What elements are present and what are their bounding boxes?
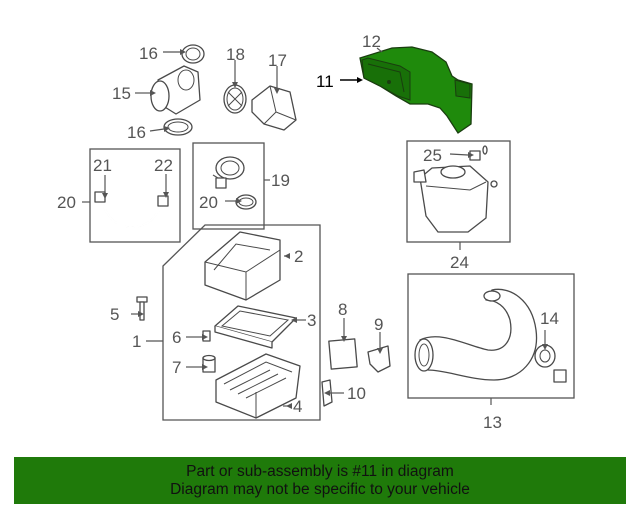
banner-line-2: Diagram may not be specific to your vehi… xyxy=(170,480,470,498)
callout-15: 15 xyxy=(112,84,131,103)
part-13-intake-tube xyxy=(414,288,538,381)
part-15-housing xyxy=(150,44,205,136)
callout-9: 9 xyxy=(374,315,383,334)
callout-12: 12 xyxy=(362,32,381,51)
callout-19: 19 xyxy=(271,171,290,190)
part-21-hose-assembly xyxy=(94,191,169,229)
part-24-resonator xyxy=(413,165,498,233)
leader-arrowheads xyxy=(102,49,548,409)
callout-10: 10 xyxy=(347,384,366,403)
group-box-24 xyxy=(406,140,511,243)
callout-17: 17 xyxy=(268,51,287,70)
part-3-filter-element xyxy=(214,305,297,349)
group-box-21 xyxy=(89,148,181,243)
part-17-cover xyxy=(251,85,297,131)
notice-banner: Part or sub-assembly is #11 in diagram D… xyxy=(14,457,626,504)
callout-6: 6 xyxy=(172,328,181,347)
callout-13: 13 xyxy=(483,413,502,432)
part-4-lower-case xyxy=(215,353,301,419)
part-2-upper-cover xyxy=(204,231,281,301)
callout-4: 4 xyxy=(293,397,302,416)
callout-21: 20 xyxy=(57,193,76,212)
callout-5: 5 xyxy=(110,305,119,324)
part-8-pad xyxy=(328,338,358,370)
callout-16-top: 16 xyxy=(139,44,158,63)
callout-2: 2 xyxy=(294,247,303,266)
callout-23: 22 xyxy=(154,156,173,175)
callout-25: 25 xyxy=(423,146,442,165)
part-25-cap xyxy=(469,145,488,161)
callout-16-bottom: 16 xyxy=(127,123,146,142)
banner-line-1: Part or sub-assembly is #11 in diagram xyxy=(186,462,454,480)
group-box-19 xyxy=(192,142,265,230)
callout-11: 11 xyxy=(316,72,334,91)
callout-14: 14 xyxy=(540,309,559,328)
callout-20: 20 xyxy=(199,193,218,212)
callout-7: 7 xyxy=(172,358,181,377)
part-7-grommet xyxy=(202,354,216,373)
part-5-bolt xyxy=(136,296,148,321)
callout-18: 18 xyxy=(226,45,245,64)
callout-22: 21 xyxy=(93,156,112,175)
callout-24: 24 xyxy=(450,253,469,272)
part-14-seal xyxy=(534,344,567,383)
callout-8: 8 xyxy=(338,300,347,319)
callout-1: 1 xyxy=(132,332,141,351)
callout-3: 3 xyxy=(307,311,316,330)
part-11-air-duct[interactable] xyxy=(359,46,473,134)
part-9-bracket xyxy=(367,345,391,373)
part-18-clamp xyxy=(223,84,247,114)
group-box-1 xyxy=(162,224,321,421)
leader-arrowhead-11 xyxy=(357,77,363,83)
leader-lines xyxy=(82,47,546,407)
